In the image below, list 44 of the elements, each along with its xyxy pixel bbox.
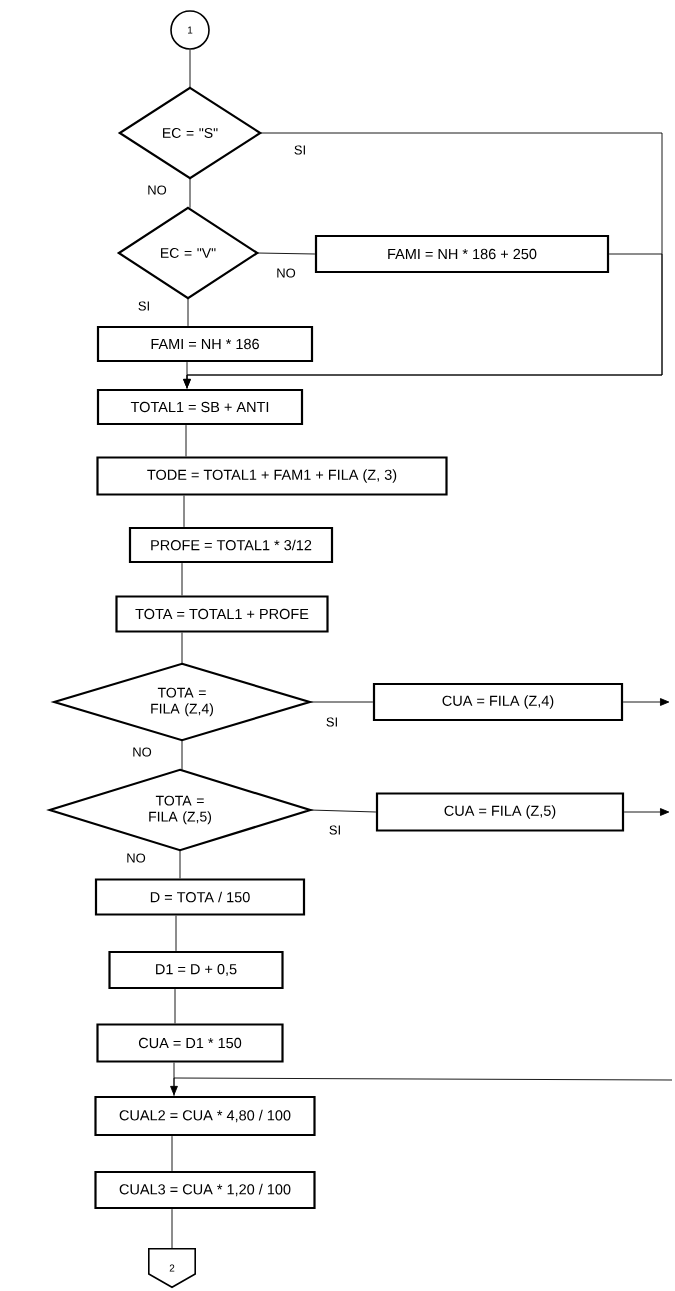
- process-box: CUA = D1 * 150: [96, 1023, 284, 1063]
- connector-line: [256, 252, 316, 255]
- connector-line: [174, 988, 176, 1024]
- connector-line: [189, 177, 191, 209]
- process-box: TOTAL1 = SB + ANTI: [96, 388, 304, 426]
- process-box: PROFE = TOTAL1 * 3/12: [128, 526, 334, 564]
- edge-label: NO: [275, 267, 297, 279]
- connector-line: [181, 739, 183, 771]
- connector-line: [185, 424, 187, 457]
- edge-label: SI: [327, 824, 343, 836]
- process-box: TODE = TOTAL1 + FAM1 + FILA (Z, 3): [96, 456, 448, 496]
- connector-line: [183, 495, 185, 528]
- arrow: [183, 253, 663, 389]
- process-box: D1 = D + 0,5: [108, 950, 284, 990]
- process-box: D = TOTA / 150: [94, 878, 306, 916]
- edge-label: NO: [131, 746, 153, 758]
- arrow: [622, 698, 670, 706]
- edge-label: NO: [125, 852, 147, 864]
- process-box: CUA = FILA (Z,4): [372, 682, 624, 722]
- arrow: [623, 808, 670, 816]
- arrow: [170, 1077, 673, 1096]
- process-box: CUA = FILA (Z,5): [375, 792, 625, 832]
- connector-line: [189, 49, 191, 89]
- off-page-connector: 2: [148, 1248, 196, 1289]
- edge-label: NO: [146, 184, 168, 196]
- connector-line: [186, 361, 188, 390]
- edge-label: SI: [324, 716, 340, 728]
- connector-line: [171, 1208, 173, 1250]
- process-box: TOTA = TOTAL1 + PROFE: [115, 595, 329, 633]
- connector-line: [175, 915, 177, 952]
- connector-line: [181, 562, 183, 596]
- edge-label: SI: [292, 144, 308, 156]
- process-box: CUAL3 = CUA * 1,20 / 100: [94, 1170, 316, 1210]
- connector-line: [171, 1135, 173, 1172]
- process-box: CUAL2 = CUA * 4,80 / 100: [94, 1095, 316, 1137]
- process-box: FAMI = NH * 186: [96, 325, 314, 363]
- connector-line: [173, 1062, 175, 1097]
- edge-label: SI: [136, 300, 152, 312]
- connector-line: [179, 849, 181, 879]
- connector-line: [309, 701, 374, 703]
- connector-line: [309, 809, 377, 813]
- connector-line: [181, 632, 183, 665]
- connector-line: [187, 297, 189, 327]
- process-box: FAMI = NH * 186 + 250: [314, 234, 610, 274]
